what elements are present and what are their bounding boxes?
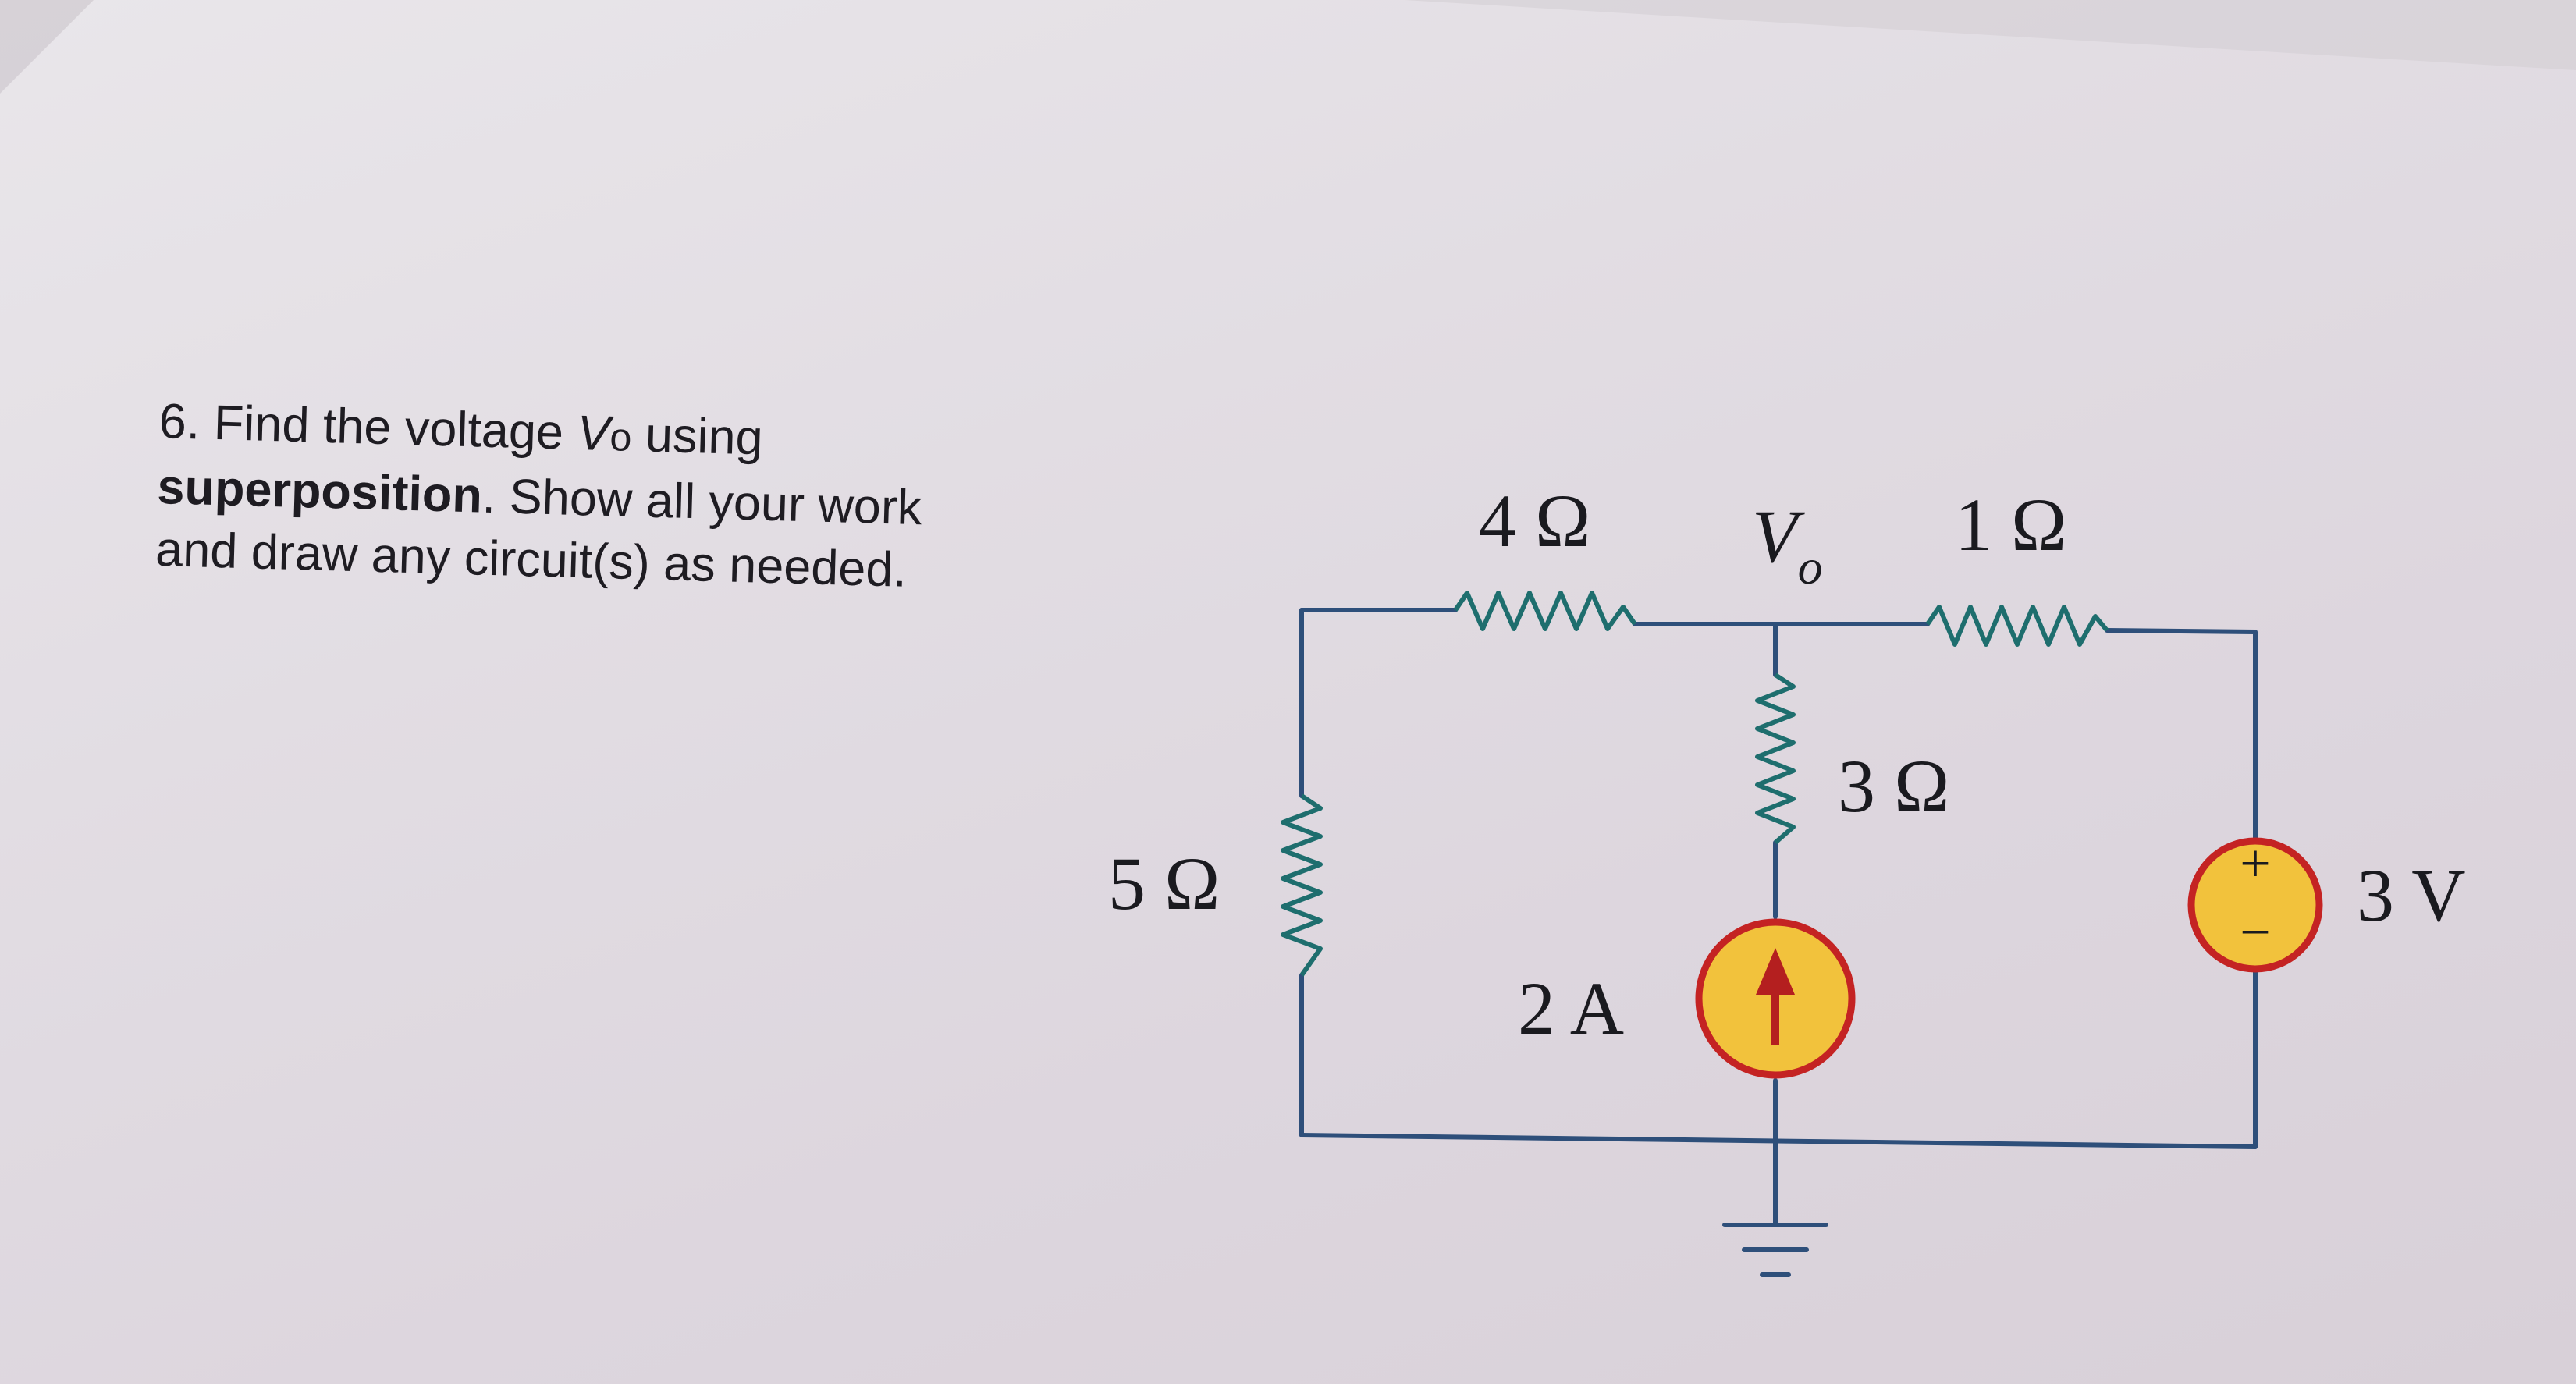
label-vo: Vo [1752,495,1823,594]
label-1-ohm: 1 Ω [1955,483,2066,566]
plus-sign: + [2240,834,2270,894]
resistor-4-ohm-icon [1453,591,1637,631]
wire-top-right [2105,628,2258,845]
label-2-amp: 2 A [1518,967,1624,1050]
label-vo-main: V [1752,495,1805,578]
circuit-wires [1299,608,2258,1227]
label-3-ohm: 3 Ω [1838,744,1949,828]
minus-sign: − [2240,903,2270,963]
label-4-ohm: 4 Ω [1479,479,1590,562]
label-3-volt: 3 V [2357,853,2466,937]
resistor-1-ohm-icon [1925,605,2109,647]
resistors [1281,591,2109,977]
voltage-source-circle [2187,837,2323,973]
label-5-ohm: 5 Ω [1108,842,1220,925]
ground-icon [1722,1223,1828,1277]
current-arrow-head-icon [1756,948,1795,995]
resistor-5-ohm-icon [1281,793,1323,977]
voltage-source-3V: + − [2187,834,2323,973]
paper-edge-shadow [0,0,2576,70]
wire-bottom [1299,1133,2258,1149]
resistor-3-ohm-icon [1755,672,1796,845]
paper-corner [0,0,94,94]
current-source-2A [1695,918,1856,1079]
label-vo-subscript: o [1798,539,1823,594]
